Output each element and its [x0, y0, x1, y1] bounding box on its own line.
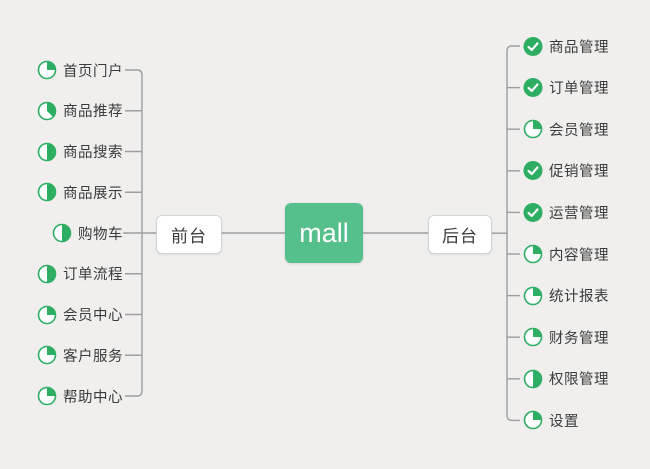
topic-item[interactable]: 订单管理	[523, 76, 609, 100]
branch-topic-label: 后台	[442, 227, 478, 246]
progress-pie-icon	[37, 305, 57, 325]
progress-pie-icon	[523, 286, 543, 306]
progress-pie-icon	[37, 60, 57, 80]
progress-pie-icon	[37, 101, 57, 121]
progress-pie-icon	[52, 223, 72, 243]
topic-label: 商品展示	[63, 185, 123, 202]
topic-label: 统计报表	[549, 289, 609, 306]
topic-item[interactable]: 设置	[523, 408, 579, 432]
topic-item[interactable]: 购物车	[52, 221, 123, 245]
branch-topic-label: 前台	[171, 227, 207, 246]
task-done-icon	[523, 36, 543, 56]
topic-label: 设置	[549, 413, 579, 430]
progress-pie-icon	[523, 119, 543, 139]
progress-pie-icon	[523, 327, 543, 347]
topic-item[interactable]: 内容管理	[523, 242, 609, 266]
topic-item[interactable]: 促销管理	[523, 159, 609, 183]
branch-topic-backend[interactable]: 后台	[428, 215, 492, 254]
topic-label: 订单流程	[63, 267, 123, 284]
topic-item[interactable]: 帮助中心	[37, 384, 123, 408]
topic-label: 财务管理	[549, 330, 609, 347]
topic-label: 促销管理	[549, 164, 609, 181]
topic-item[interactable]: 订单流程	[37, 262, 123, 286]
topic-item[interactable]: 统计报表	[523, 284, 609, 308]
topic-label: 订单管理	[549, 81, 609, 98]
task-done-icon	[523, 78, 543, 98]
task-done-icon	[523, 202, 543, 222]
topic-label: 商品推荐	[63, 104, 123, 121]
topic-item[interactable]: 会员中心	[37, 303, 123, 327]
topic-label: 内容管理	[549, 247, 609, 264]
topic-item[interactable]: 财务管理	[523, 325, 609, 349]
topic-item[interactable]: 商品推荐	[37, 99, 123, 123]
root-topic-label: mall	[299, 217, 349, 248]
topic-label: 运营管理	[549, 205, 609, 222]
progress-pie-icon	[523, 369, 543, 389]
topic-item[interactable]: 客户服务	[37, 343, 123, 367]
progress-pie-icon	[37, 386, 57, 406]
topic-label: 商品搜索	[63, 145, 123, 161]
progress-pie-icon	[37, 142, 57, 162]
topic-item[interactable]: 商品展示	[37, 180, 123, 204]
topic-item[interactable]: 会员管理	[523, 117, 609, 141]
topic-label: 购物车	[78, 226, 123, 243]
topic-label: 客户服务	[63, 348, 123, 365]
topic-item[interactable]: 商品管理	[523, 34, 609, 58]
topic-label: 会员管理	[549, 122, 609, 139]
progress-pie-icon	[523, 244, 543, 264]
topic-item[interactable]: 运营管理	[523, 200, 609, 224]
progress-pie-icon	[37, 182, 57, 202]
topic-item[interactable]: 首页门户	[37, 58, 123, 82]
task-done-icon	[523, 161, 543, 181]
topic-label: 商品管理	[549, 39, 609, 56]
root-topic-mall[interactable]: mall	[285, 203, 363, 263]
topic-label: 帮助中心	[63, 389, 123, 406]
topic-label: 会员中心	[63, 308, 123, 324]
topic-item[interactable]: 权限管理	[523, 367, 609, 391]
branch-topic-frontend[interactable]: 前台	[156, 215, 222, 254]
topic-label: 权限管理	[549, 372, 609, 389]
topic-label: 首页门户	[63, 63, 123, 80]
progress-pie-icon	[37, 345, 57, 365]
topic-item[interactable]: 商品搜索	[37, 140, 123, 164]
progress-pie-icon	[37, 264, 57, 284]
progress-pie-icon	[523, 410, 543, 430]
